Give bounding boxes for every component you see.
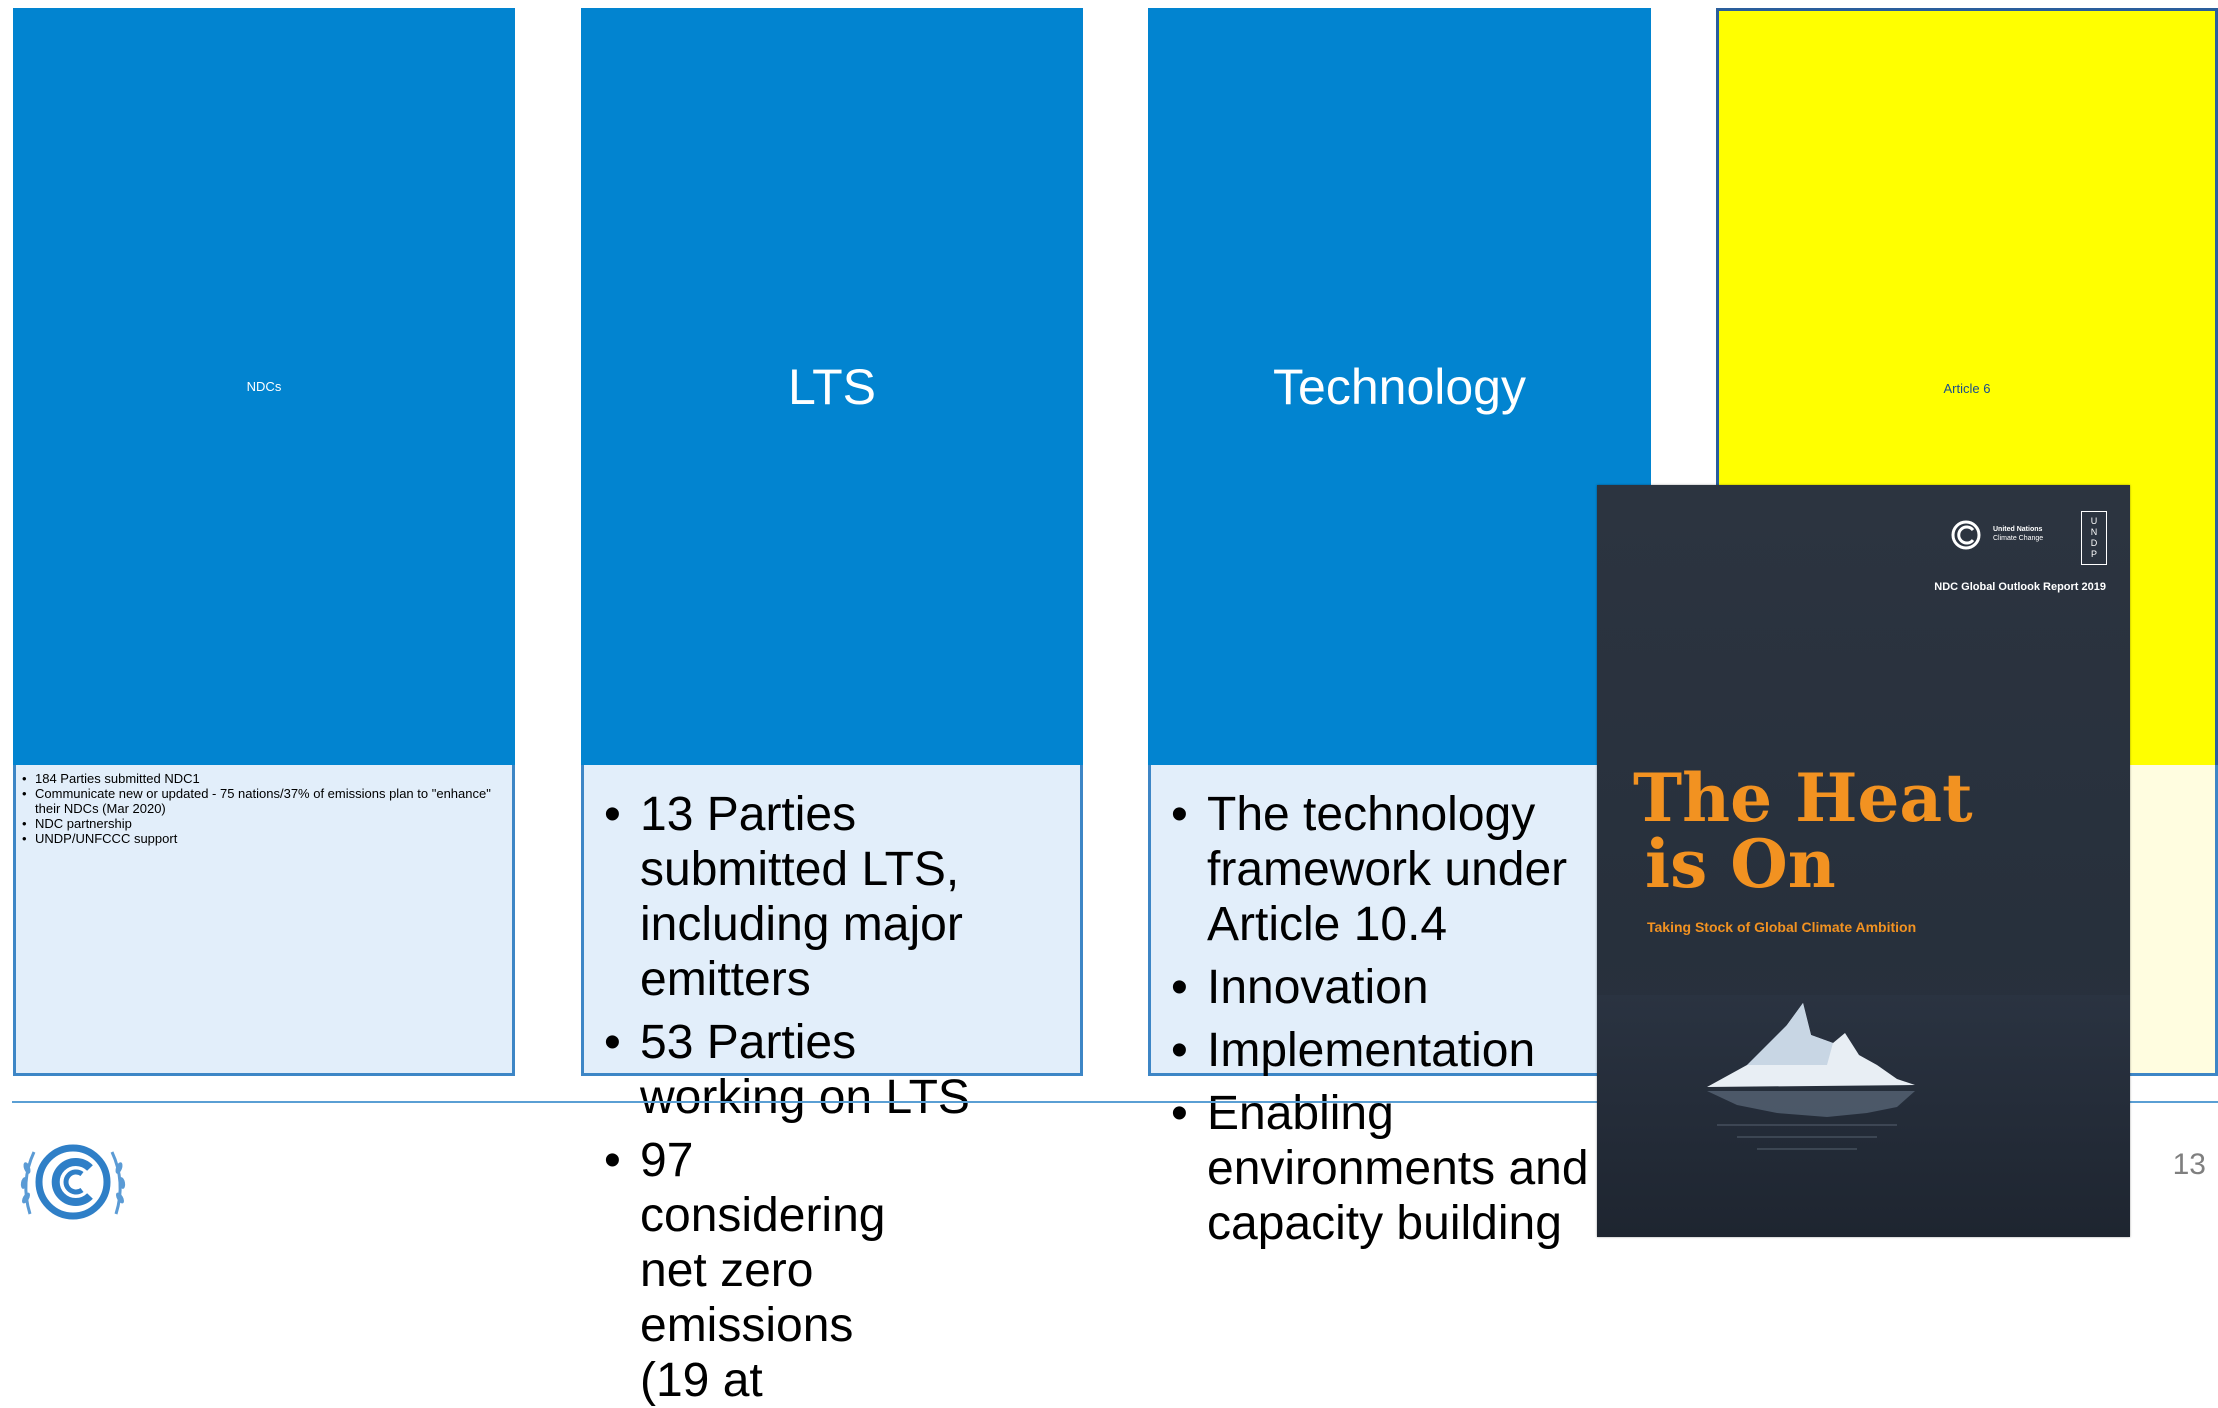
column-article6-title: Article 6 xyxy=(1943,380,1991,396)
cover-report-label: NDC Global Outlook Report 2019 xyxy=(1934,581,2106,593)
column-technology-body: The technology framework under Article 1… xyxy=(1148,765,1651,1250)
footer-divider xyxy=(12,1101,2218,1103)
list-item: 53 Parties working on LTS xyxy=(584,1015,1080,1125)
iceberg-image xyxy=(1597,995,2130,1237)
list-item: Innovation xyxy=(1151,960,1648,1015)
cover-subtitle: Taking Stock of Global Climate Ambition xyxy=(1647,919,1917,935)
column-ndcs-header: NDCs xyxy=(13,8,515,765)
unfccc-cover-logo-icon xyxy=(1947,518,1985,552)
list-item: 184 Parties submitted NDC1 xyxy=(16,771,512,786)
list-item: Enabling environments and capacity build… xyxy=(1151,1086,1648,1251)
list-item: Implementation xyxy=(1151,1023,1648,1078)
page-number: 13 xyxy=(2172,1148,2206,1181)
column-technology-header: Technology xyxy=(1148,8,1651,765)
column-lts-body: 13 Parties submitted LTS, including majo… xyxy=(581,765,1083,1407)
column-lts-title: LTS xyxy=(788,358,876,415)
list-item: 13 Parties submitted LTS, including majo… xyxy=(584,787,1080,1007)
ndcs-bullet-list: 184 Parties submitted NDC1 Communicate n… xyxy=(16,771,512,846)
column-technology-title: Technology xyxy=(1273,358,1526,415)
technology-bullet-list: The technology framework under Article 1… xyxy=(1151,787,1648,1251)
lts-bullet-list: 13 Parties submitted LTS, including majo… xyxy=(584,787,1080,1408)
report-cover-image: United Nations Climate Change U N D P ND… xyxy=(1597,485,2130,1237)
column-ndcs-title: NDCs xyxy=(246,379,282,394)
list-item: 97 considering net zero emissions (19 at xyxy=(584,1133,1080,1408)
list-item: NDC partnership xyxy=(16,816,512,831)
cover-title: The Heat is On xyxy=(1633,759,1973,903)
cover-org-name: United Nations Climate Change xyxy=(1993,526,2044,542)
undp-logo-icon: U N D P xyxy=(2081,511,2107,565)
unfccc-logo-icon xyxy=(12,1128,134,1236)
list-item: Communicate new or updated - 75 nations/… xyxy=(16,786,512,816)
list-item: The technology framework under Article 1… xyxy=(1151,787,1648,952)
column-ndcs-body: 184 Parties submitted NDC1 Communicate n… xyxy=(13,765,515,1076)
column-lts-header: LTS xyxy=(581,8,1083,765)
list-item: UNDP/UNFCCC support xyxy=(16,831,512,846)
